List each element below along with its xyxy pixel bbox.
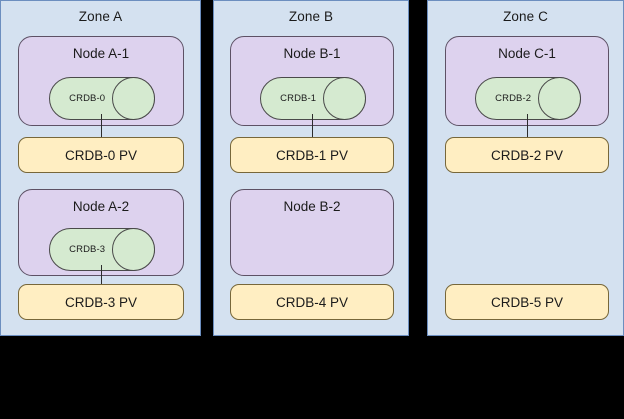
- database-crdb-3-label: CRDB-3: [69, 244, 106, 255]
- database-crdb-0[interactable]: CRDB-0: [49, 77, 155, 120]
- cylinder-icon: [49, 228, 155, 271]
- connector-node-a-1-to-pv-crdb-0: [101, 114, 102, 137]
- node-c-1[interactable]: Node C-1 CRDB-2: [445, 36, 609, 126]
- node-a-2[interactable]: Node A-2 CRDB-3: [18, 189, 184, 276]
- zone-a-title: Zone A: [78, 9, 123, 24]
- pv-crdb-5[interactable]: CRDB-5 PV: [445, 284, 609, 320]
- database-crdb-3[interactable]: CRDB-3: [49, 228, 155, 271]
- zone-c-title: Zone C: [503, 9, 548, 24]
- connector-node-c-1-to-pv-crdb-2: [527, 114, 528, 137]
- cylinder-icon: [260, 77, 366, 120]
- zone-b: Zone B Node B-1 CRDB-1 CRDB-1 PV Node B-…: [213, 0, 409, 336]
- node-b-1[interactable]: Node B-1 CRDB-1: [230, 36, 394, 126]
- pv-crdb-0[interactable]: CRDB-0 PV: [18, 137, 184, 173]
- database-crdb-1-label: CRDB-1: [280, 93, 317, 104]
- cylinder-icon: [475, 77, 581, 120]
- database-crdb-2[interactable]: CRDB-2: [475, 77, 581, 120]
- zone-a: Zone A Node A-1 CRDB-0 CRDB-0 PV Node A-…: [0, 0, 201, 336]
- node-a-1[interactable]: Node A-1 CRDB-0: [18, 36, 184, 126]
- node-b-1-title: Node B-1: [283, 46, 341, 61]
- pv-crdb-1[interactable]: CRDB-1 PV: [230, 137, 394, 173]
- zone-c: Zone C Node C-1 CRDB-2 CRDB-2 PV CRDB-5 …: [427, 0, 624, 336]
- node-b-2-title: Node B-2: [283, 199, 341, 214]
- zone-b-title: Zone B: [288, 9, 334, 24]
- database-crdb-1[interactable]: CRDB-1: [260, 77, 366, 120]
- node-a-1-title: Node A-1: [72, 46, 130, 61]
- pv-crdb-2[interactable]: CRDB-2 PV: [445, 137, 609, 173]
- connector-node-a-2-to-pv-crdb-3: [101, 265, 102, 284]
- node-c-1-title: Node C-1: [498, 46, 556, 61]
- database-crdb-0-label: CRDB-0: [69, 93, 106, 104]
- node-a-2-title: Node A-2: [72, 199, 130, 214]
- pv-crdb-3[interactable]: CRDB-3 PV: [18, 284, 184, 320]
- node-b-2[interactable]: Node B-2: [230, 189, 394, 276]
- cylinder-icon: [49, 77, 155, 120]
- pv-crdb-4[interactable]: CRDB-4 PV: [230, 284, 394, 320]
- connector-node-b-1-to-pv-crdb-1: [312, 114, 313, 137]
- database-crdb-2-label: CRDB-2: [495, 93, 532, 104]
